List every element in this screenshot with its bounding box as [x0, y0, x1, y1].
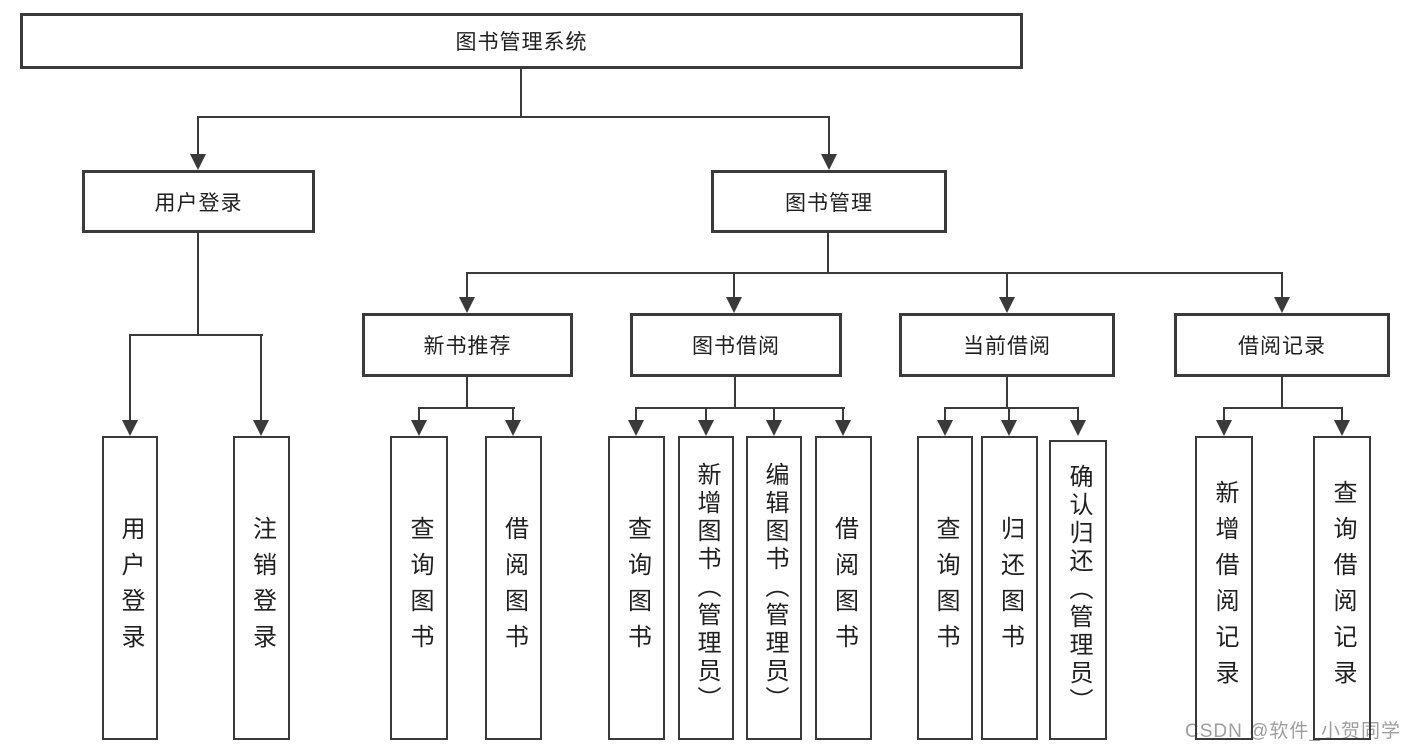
- arrow-down-icon: [190, 154, 206, 170]
- node-label: 注销登录: [248, 516, 276, 660]
- arrow-down-icon: [1070, 420, 1086, 436]
- node-book-management: 图书管理: [711, 170, 947, 233]
- connector-line: [635, 407, 845, 409]
- node-label: 借阅图书: [500, 516, 528, 660]
- arrow-shaft: [1077, 408, 1079, 420]
- arrow-shaft: [1006, 273, 1008, 297]
- connector-line: [944, 407, 1079, 409]
- connector-line: [197, 116, 830, 118]
- node-label: 新增借阅记录: [1211, 480, 1238, 696]
- node-label: 查询借阅记录: [1329, 480, 1356, 696]
- connector-line: [520, 69, 522, 117]
- arrow-down-icon: [459, 297, 475, 313]
- arrow-shaft: [1008, 408, 1010, 420]
- arrow-shaft: [635, 408, 637, 420]
- arrow-shaft: [1341, 408, 1343, 420]
- arrow-shaft: [773, 408, 775, 420]
- node-label: 借阅记录: [1238, 335, 1326, 358]
- arrow-down-icon: [1001, 420, 1017, 436]
- csdn-watermark: CSDN @软件_小贺同学: [1185, 721, 1401, 742]
- node-new-book-recommendation: 新书推荐: [362, 313, 573, 377]
- leaf-user-login: 用户登录: [102, 436, 158, 740]
- node-label: 新增图书（管理员）: [693, 462, 720, 714]
- arrow-shaft: [1223, 408, 1225, 420]
- connector-line: [418, 407, 515, 409]
- arrow-shaft: [418, 408, 420, 420]
- node-label: 图书借阅: [692, 335, 780, 358]
- leaf-query-books-current: 查询图书: [917, 436, 973, 740]
- node-label: 图书管理系统: [455, 31, 588, 54]
- node-label: 确认归还（管理员）: [1065, 464, 1092, 716]
- arrow-shaft: [260, 335, 262, 420]
- arrow-down-icon: [937, 420, 953, 436]
- node-label: 用户登录: [117, 516, 144, 660]
- node-user-login: 用户登录: [82, 170, 315, 233]
- node-current-borrowing: 当前借阅: [899, 313, 1115, 377]
- node-label: 查询图书: [623, 516, 651, 660]
- leaf-borrow-books-recommend: 借阅图书: [485, 436, 542, 740]
- node-book-borrowing: 图书借阅: [630, 313, 842, 377]
- arrow-shaft: [944, 408, 946, 420]
- leaf-borrow-books: 借阅图书: [815, 436, 872, 740]
- node-label: 归还图书: [996, 516, 1024, 660]
- leaf-confirm-return-admin: 确认归还（管理员）: [1049, 440, 1107, 740]
- leaf-edit-books-admin: 编辑图书（管理员）: [746, 436, 802, 740]
- arrow-shaft: [512, 408, 514, 420]
- node-label: 新书推荐: [423, 335, 512, 358]
- arrow-down-icon: [1274, 297, 1290, 313]
- arrow-shaft: [705, 408, 707, 420]
- leaf-user-logout: 注销登录: [233, 436, 290, 740]
- leaf-query-books-borrowing: 查询图书: [608, 436, 665, 740]
- arrow-down-icon: [999, 297, 1015, 313]
- arrow-down-icon: [628, 420, 644, 436]
- arrow-down-icon: [411, 420, 427, 436]
- arrow-down-icon: [1334, 420, 1350, 436]
- leaf-add-books-admin: 新增图书（管理员）: [678, 436, 734, 740]
- connector-line: [734, 377, 736, 408]
- connector-line: [466, 272, 1283, 274]
- node-label: 借阅图书: [830, 516, 858, 660]
- node-label: 图书管理: [785, 191, 873, 215]
- node-label: 查询图书: [406, 516, 433, 660]
- arrow-down-icon: [253, 420, 269, 436]
- arrow-down-icon: [698, 420, 714, 436]
- connector-line: [827, 233, 829, 273]
- leaf-query-books-recommend: 查询图书: [390, 436, 448, 740]
- connector-line: [1281, 377, 1283, 408]
- arrow-shaft: [828, 117, 830, 154]
- connector-line: [197, 233, 199, 335]
- node-label: 编辑图书（管理员）: [761, 462, 788, 714]
- arrow-down-icon: [726, 297, 742, 313]
- arrow-down-icon: [821, 154, 837, 170]
- arrow-shaft: [466, 273, 468, 297]
- node-root-library-management-system: 图书管理系统: [20, 13, 1023, 69]
- arrow-shaft: [1281, 273, 1283, 297]
- connector-line: [129, 334, 263, 336]
- arrow-down-icon: [766, 420, 782, 436]
- node-label: 当前借阅: [963, 335, 1051, 358]
- node-label: 用户登录: [154, 191, 243, 215]
- node-borrowing-records: 借阅记录: [1174, 313, 1390, 377]
- arrow-shaft: [733, 273, 735, 297]
- node-label: 查询图书: [932, 516, 959, 660]
- arrow-down-icon: [505, 420, 521, 436]
- arrow-shaft: [842, 408, 844, 420]
- arrow-down-icon: [1216, 420, 1232, 436]
- connector-line: [1006, 377, 1008, 408]
- arrow-down-icon: [835, 420, 851, 436]
- connector-line: [1223, 407, 1343, 409]
- arrow-down-icon: [122, 420, 138, 436]
- arrow-shaft: [129, 335, 131, 420]
- leaf-add-borrowing-record: 新增借阅记录: [1195, 436, 1253, 740]
- leaf-query-borrowing-record: 查询借阅记录: [1313, 436, 1371, 740]
- connector-line: [466, 377, 468, 408]
- leaf-return-books: 归还图书: [981, 436, 1038, 740]
- arrow-shaft: [197, 117, 199, 154]
